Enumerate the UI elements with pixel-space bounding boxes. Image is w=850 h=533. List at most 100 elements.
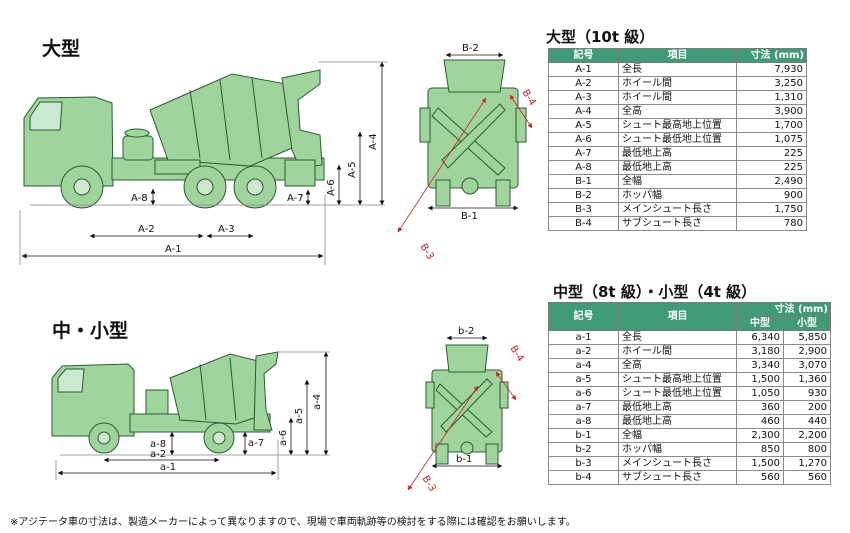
- cell-code: B-3: [548, 202, 619, 217]
- cell-code: b-3: [548, 456, 619, 471]
- cell-item: 全長: [618, 330, 737, 345]
- dim-label-b-1: b-1: [456, 454, 472, 465]
- cell-item: 最低地上高: [618, 160, 737, 175]
- cell-item: シュート最高地上位置: [618, 372, 737, 387]
- footnote: ※アジテータ車の寸法は、製造メーカーによって異なりますので、現場で車両軌跡等の検…: [10, 517, 576, 528]
- large-truck-rear-view: [419, 59, 527, 207]
- cell-value: 7,930: [736, 62, 807, 77]
- cell-code: b-4: [548, 470, 619, 485]
- cell-item: 全長: [618, 62, 737, 77]
- cell-mid: 360: [736, 400, 784, 415]
- large-section-title: 大型: [42, 38, 81, 60]
- cell-value: 1,075: [736, 132, 807, 147]
- cell-mid: 1,500: [736, 372, 784, 387]
- cell-value: 225: [736, 160, 807, 175]
- cell-code: B-2: [548, 188, 619, 203]
- dim-label-B-2: B-2: [462, 43, 479, 54]
- dim-label-a-5: a-5: [294, 408, 305, 424]
- dim-label-A-1: A-1: [165, 244, 182, 255]
- medium-table-title: 中型（8t 級）・小型（4t 級）: [553, 283, 757, 301]
- cell-value: 2,490: [736, 174, 807, 189]
- dim-label-A-3: A-3: [218, 224, 235, 235]
- cell-code: a-5: [548, 372, 619, 387]
- dim-label-B-3-medium: B-3: [419, 474, 437, 494]
- cell-small: 1,270: [783, 456, 831, 471]
- cell-small: 930: [783, 386, 831, 401]
- cell-item: シュート最高地上位置: [618, 118, 737, 133]
- large-table-title: 大型（10t 級）: [546, 28, 655, 46]
- cell-value: 225: [736, 146, 807, 161]
- cell-mid: 850: [736, 442, 784, 457]
- dim-label-A-5: A-5: [347, 161, 358, 178]
- medium-rear-dimension-lines: [407, 335, 517, 491]
- cell-item: メインシュート長さ: [618, 456, 737, 471]
- large-side-dimension-lines: [19, 61, 388, 265]
- col-header-code: 記号: [548, 48, 619, 63]
- cell-item: サブシュート長さ: [618, 216, 737, 231]
- cell-item: 最低地上高: [618, 400, 737, 415]
- dim-label-a-2: a-2: [150, 449, 166, 460]
- cell-small: 5,850: [783, 330, 831, 345]
- cell-code: A-8: [548, 160, 619, 175]
- cell-code: A-6: [548, 132, 619, 147]
- cell-code: A-5: [548, 118, 619, 133]
- col-header-value: 寸法 (mm): [736, 48, 807, 63]
- cell-code: a-8: [548, 414, 619, 429]
- cell-value: 1,310: [736, 90, 807, 105]
- cell-value: 900: [736, 188, 807, 203]
- dim-label-B-1: B-1: [461, 211, 478, 222]
- cell-item: 全幅: [618, 428, 737, 443]
- medium-truck-rear-view: [425, 344, 509, 465]
- cell-mid: 460: [736, 414, 784, 429]
- dim-label-A-8: A-8: [131, 193, 148, 204]
- dim-label-B-4-medium: B-4: [507, 344, 525, 364]
- cell-small: 440: [783, 414, 831, 429]
- dim-label-a-7: a-7: [248, 438, 264, 449]
- col-header-mid: 中型: [736, 316, 784, 331]
- cell-code: A-2: [548, 76, 619, 91]
- dim-label-a-8: a-8: [150, 439, 166, 450]
- cell-item: 最低地上高: [618, 146, 737, 161]
- col-header-item: 項目: [618, 48, 737, 63]
- medium-truck-side-view: [51, 351, 279, 454]
- cell-item: 全高: [618, 104, 737, 119]
- cell-item: サブシュート長さ: [618, 470, 737, 485]
- dim-label-b-2: b-2: [458, 326, 474, 337]
- cell-code: A-3: [548, 90, 619, 105]
- cell-item: シュート最低地上位置: [618, 386, 737, 401]
- cell-code: B-1: [548, 174, 619, 189]
- cell-item: ホッパ幅: [618, 188, 737, 203]
- dim-label-a-4: a-4: [312, 394, 323, 410]
- cell-small: 2,900: [783, 344, 831, 359]
- cell-mid: 2,300: [736, 428, 784, 443]
- cell-mid: 3,180: [736, 344, 784, 359]
- dim-label-B-4: B-4: [519, 88, 537, 108]
- dim-label-a-6: a-6: [278, 430, 289, 446]
- cell-code: a-1: [548, 330, 619, 345]
- cell-code: a-4: [548, 358, 619, 373]
- cell-small: 560: [783, 470, 831, 485]
- dim-label-B-3: B-3: [417, 242, 435, 262]
- cell-code: b-1: [548, 428, 619, 443]
- cell-small: 3,070: [783, 358, 831, 373]
- cell-mid: 6,340: [736, 330, 784, 345]
- cell-value: 1,750: [736, 202, 807, 217]
- cell-mid: 1,050: [736, 386, 784, 401]
